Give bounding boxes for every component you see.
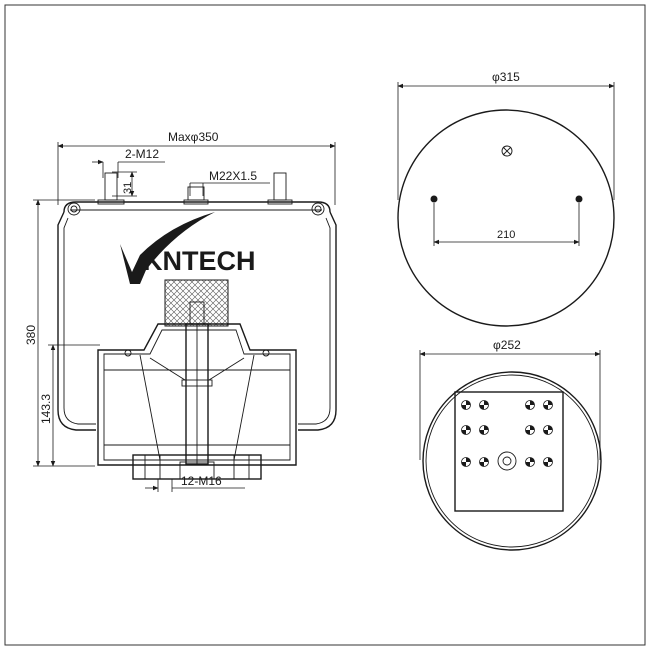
piston-height-label: 143.3 xyxy=(39,394,53,424)
bottom-diameter-label: φ252 xyxy=(493,338,521,352)
top-plate xyxy=(63,201,331,216)
bolt-hole-icon-quadrant xyxy=(525,462,530,467)
top-diameter-label: φ315 xyxy=(492,70,520,84)
bolt-hole-icon-quadrant xyxy=(548,400,553,405)
max-diameter-dimension: Maxφ350 xyxy=(57,130,336,205)
bolt-hole-icon-quadrant xyxy=(530,400,535,405)
rubber-bellow xyxy=(57,211,337,431)
bolt-hole-icon-quadrant xyxy=(466,457,471,462)
bolt-hole-icon-quadrant xyxy=(479,462,484,467)
bolt-hole-icon-quadrant xyxy=(484,457,489,462)
bolt-hole-icon-quadrant xyxy=(484,425,489,430)
stud-spacing-label: 210 xyxy=(497,229,515,241)
bolt-hole-icon-quadrant xyxy=(484,400,489,405)
bottom-view: φ252 xyxy=(419,338,602,551)
center-bolt-hole xyxy=(497,451,517,471)
stud-hole-right xyxy=(575,195,583,203)
stud-height-label: 31 xyxy=(122,182,134,194)
center-cross-icon xyxy=(501,145,513,157)
logo-text: KNTECH xyxy=(143,246,256,276)
center-bolt-hole-inner xyxy=(502,456,512,466)
bolt-hole-icon-quadrant xyxy=(479,430,484,435)
bottom-thread-label: 12-M16 xyxy=(181,474,222,488)
bolt-hole-pattern xyxy=(461,400,553,467)
side-view: Maxφ350 2-M12 31 M22X1.5 xyxy=(24,130,337,492)
bolt-hole-icon-quadrant xyxy=(525,430,530,435)
air-inlet-dimension: M22X1.5 xyxy=(189,169,270,196)
bolt-hole-icon-quadrant xyxy=(525,405,530,410)
bolt-hole-icon-quadrant xyxy=(479,405,484,410)
bolt-hole-icon-quadrant xyxy=(461,405,466,410)
piston xyxy=(97,301,297,480)
bolt-hole-icon-quadrant xyxy=(543,405,548,410)
drawing-frame xyxy=(4,4,646,646)
bolt-hole-icon-quadrant xyxy=(461,462,466,467)
logo-swoosh-icon xyxy=(120,212,215,284)
bottom-outer-circle xyxy=(422,371,602,551)
stud-hole-left xyxy=(430,195,438,203)
rubber-bumper xyxy=(164,279,229,327)
total-height-label: 380 xyxy=(24,325,38,345)
brand-logo: KNTECH xyxy=(120,212,256,284)
bolt-hole-icon-quadrant xyxy=(543,430,548,435)
bolt-hole-icon-quadrant xyxy=(548,457,553,462)
stud-spec-label: 2-M12 xyxy=(125,147,159,161)
bolt-hole-icon-quadrant xyxy=(466,425,471,430)
total-height-dimension: 380 xyxy=(24,199,95,467)
bolt-hole-icon-quadrant xyxy=(530,457,535,462)
stud-spacing-dimension: 210 xyxy=(433,203,580,246)
bolt-hole-icon-quadrant xyxy=(543,462,548,467)
bolt-hole-icon-quadrant xyxy=(530,425,535,430)
bolt-hole-icon-quadrant xyxy=(466,400,471,405)
top-plate-circle xyxy=(397,109,615,327)
piston-height-dimension: 143.3 xyxy=(39,344,100,467)
top-diameter-dimension: φ315 xyxy=(397,70,615,200)
bolt-hole-icon-quadrant xyxy=(548,425,553,430)
top-view: φ315 210 xyxy=(397,70,615,327)
max-diameter-label: Maxφ350 xyxy=(168,130,219,144)
air-inlet-label: M22X1.5 xyxy=(209,169,257,183)
piston-base-plate xyxy=(454,391,564,512)
bottom-thread-dimension: 12-M16 xyxy=(145,474,245,492)
bolt-hole-icon-quadrant xyxy=(461,430,466,435)
bottom-diameter-dimension: φ252 xyxy=(419,338,601,460)
bottom-inner-circle xyxy=(425,374,599,548)
stud-height-dimension: 31 xyxy=(112,171,137,197)
stud-spec-dimension: 2-M12 xyxy=(92,147,165,178)
